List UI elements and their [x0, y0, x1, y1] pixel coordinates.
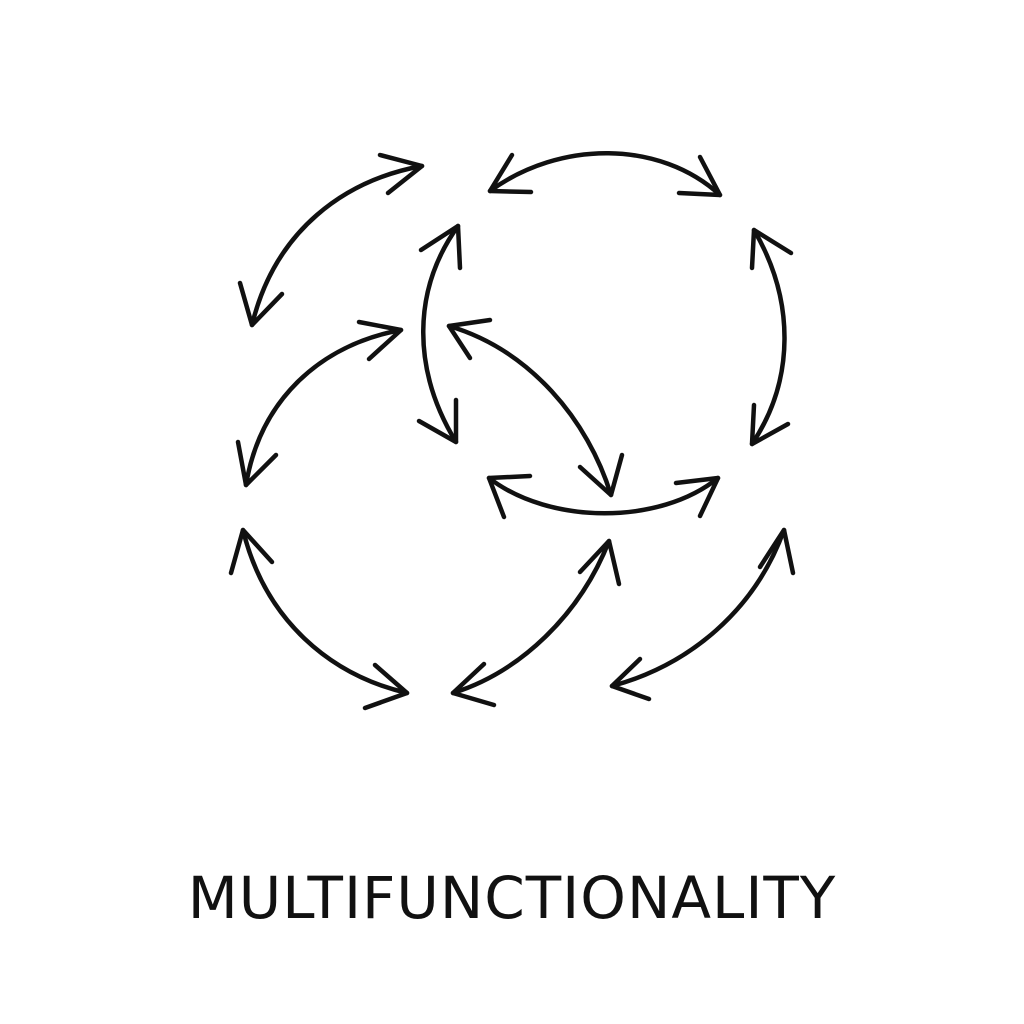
- arc-arrow-top-left: [237, 152, 425, 328]
- arc-arrow-lower: [486, 473, 721, 520]
- arc-arrow-top: [487, 151, 723, 198]
- caption-title: MULTIFUNCTIONALITY: [187, 864, 837, 932]
- circular-arrows-icon: [228, 151, 796, 711]
- arc-arrow-center-vertical: [416, 223, 463, 445]
- arc-arrow-right: [749, 227, 794, 447]
- arc-arrow-bottom-center: [450, 538, 622, 708]
- arc-arrow-middle-left: [235, 319, 404, 488]
- multifunctionality-icon: [228, 151, 796, 711]
- arc-arrow-bottom-right: [609, 527, 796, 702]
- arc-arrow-bottom-left: [228, 527, 410, 711]
- arc-arrow-middle-diagonal: [446, 317, 625, 498]
